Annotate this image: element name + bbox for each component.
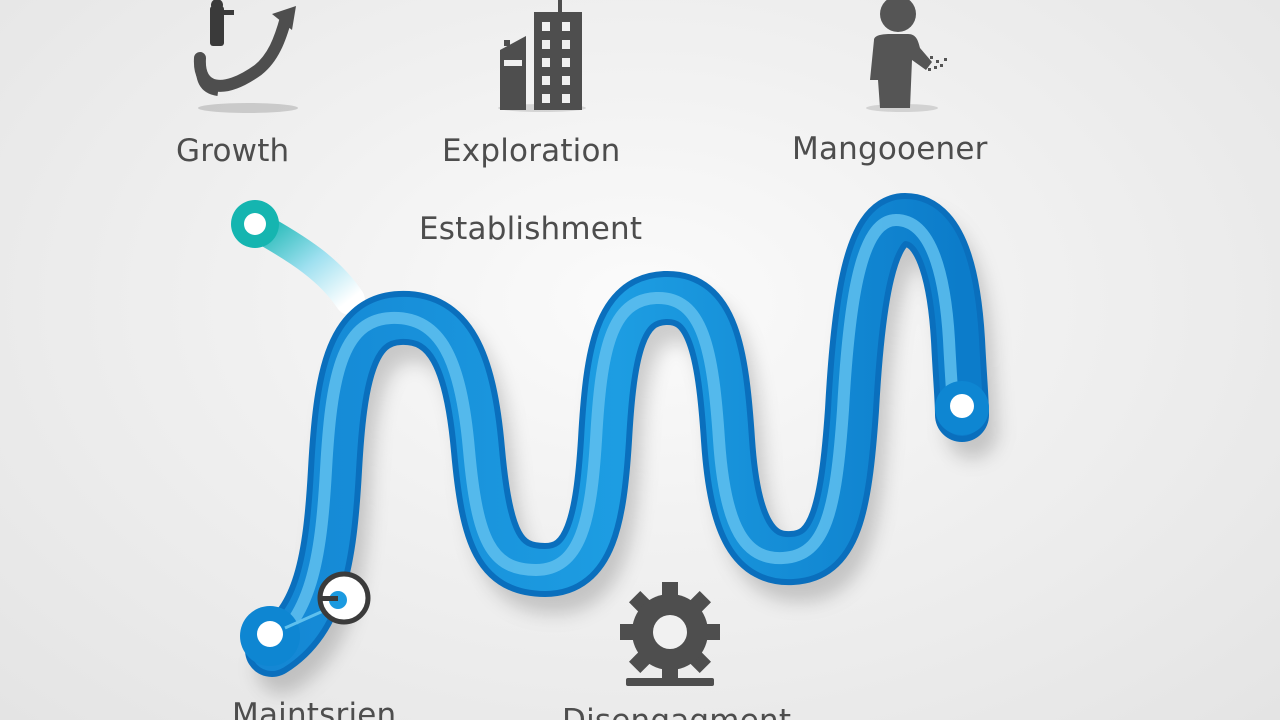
establishment-label: Establishment xyxy=(419,211,643,247)
maintenance-label: Maintsrien xyxy=(232,697,397,720)
gear-icon xyxy=(620,582,720,686)
growth-label: Growth xyxy=(176,133,290,169)
exploration-label: Exploration xyxy=(442,133,621,169)
disengagement-label: Disengagment xyxy=(562,706,791,720)
person-icon xyxy=(866,0,947,112)
key-icon xyxy=(284,571,371,630)
management-label: Mangooener xyxy=(792,131,988,167)
buildings-icon xyxy=(498,0,586,112)
person-climbing-arrow-icon xyxy=(193,0,298,113)
